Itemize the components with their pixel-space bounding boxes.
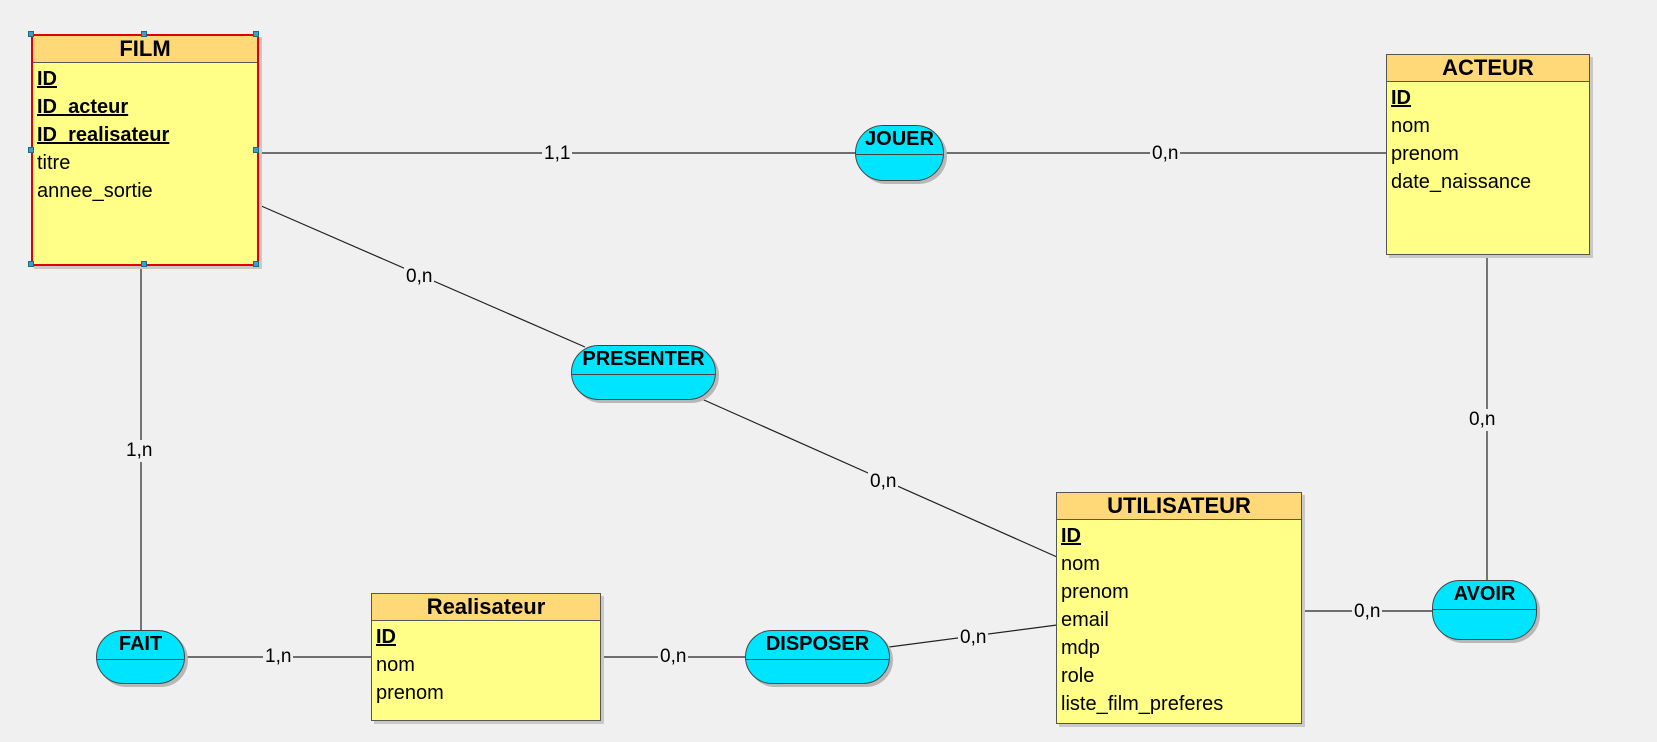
- entity-acteur-title: ACTEUR: [1387, 55, 1589, 82]
- cardinality-acteur-jouer: 0,n: [1150, 143, 1181, 165]
- entity-realisateur-title: Realisateur: [372, 594, 600, 621]
- selection-handle[interactable]: [28, 261, 34, 267]
- cardinality-utilisateur-avoir: 0,n: [1352, 601, 1383, 623]
- attribute-realisateur-id: ID: [376, 626, 396, 648]
- relation-disposer[interactable]: DISPOSER: [745, 630, 890, 684]
- attribute-utilisateur-prenom: prenom: [1061, 581, 1129, 603]
- attribute-utilisateur-email: email: [1061, 609, 1109, 631]
- attribute-utilisateur-liste-film-preferes: liste_film_preferes: [1061, 693, 1224, 715]
- attribute-acteur-nom: nom: [1391, 115, 1430, 137]
- attribute-utilisateur-nom: nom: [1061, 553, 1100, 575]
- cardinality-film-jouer: 1,1: [542, 143, 573, 165]
- relation-avoir[interactable]: AVOIR: [1432, 580, 1537, 640]
- cardinality-film-fait: 1,n: [124, 440, 155, 462]
- attribute-acteur-id: ID: [1391, 87, 1411, 109]
- attribute-acteur-prenom: prenom: [1391, 143, 1459, 165]
- entity-film[interactable]: FILM ID ID_acteur ID_realisateur titre a…: [31, 34, 259, 266]
- selection-handle[interactable]: [28, 31, 34, 37]
- attribute-realisateur-prenom: prenom: [376, 682, 444, 704]
- relation-presenter[interactable]: PRESENTER: [571, 345, 716, 400]
- selection-handle[interactable]: [141, 31, 147, 37]
- cardinality-acteur-avoir: 0,n: [1467, 409, 1498, 431]
- cardinality-utilisateur-disposer: 0,n: [958, 627, 989, 649]
- entity-realisateur[interactable]: Realisateur ID nom prenom: [371, 593, 601, 721]
- selection-handle[interactable]: [141, 261, 147, 267]
- relation-presenter-label: PRESENTER: [582, 348, 705, 370]
- relation-disposer-label: DISPOSER: [765, 633, 870, 655]
- cardinality-film-presenter: 0,n: [404, 266, 435, 288]
- entity-film-title: FILM: [33, 36, 257, 63]
- attribute-utilisateur-mdp: mdp: [1061, 637, 1100, 659]
- relation-fait[interactable]: FAIT: [96, 630, 185, 684]
- entity-acteur[interactable]: ACTEUR ID nom prenom date_naissance: [1386, 54, 1590, 255]
- attribute-film-titre: titre: [37, 152, 71, 174]
- attribute-film-annee-sortie: annee_sortie: [37, 180, 153, 202]
- attribute-utilisateur-id: ID: [1061, 525, 1081, 547]
- entity-utilisateur-title: UTILISATEUR: [1057, 493, 1301, 520]
- selection-handle[interactable]: [28, 147, 34, 153]
- entity-utilisateur[interactable]: UTILISATEUR ID nom prenom email mdp role…: [1056, 492, 1302, 724]
- attribute-film-id-acteur: ID_acteur: [37, 96, 129, 118]
- selection-handle[interactable]: [253, 261, 259, 267]
- cardinality-realisateur-fait: 1,n: [263, 646, 294, 668]
- attribute-realisateur-nom: nom: [376, 654, 415, 676]
- cardinality-realisateur-disposer: 0,n: [658, 646, 689, 668]
- relation-avoir-label: AVOIR: [1453, 583, 1516, 605]
- attribute-acteur-date-naissance: date_naissance: [1391, 171, 1532, 193]
- relation-jouer[interactable]: JOUER: [855, 125, 944, 181]
- selection-handle[interactable]: [253, 31, 259, 37]
- relation-jouer-label: JOUER: [865, 128, 934, 150]
- selection-handle[interactable]: [253, 147, 259, 153]
- attribute-utilisateur-role: role: [1061, 665, 1095, 687]
- attribute-film-id-realisateur: ID_realisateur: [37, 124, 170, 146]
- cardinality-utilisateur-presenter: 0,n: [868, 471, 899, 493]
- relation-fait-label: FAIT: [118, 633, 163, 655]
- attribute-film-id: ID: [37, 68, 57, 90]
